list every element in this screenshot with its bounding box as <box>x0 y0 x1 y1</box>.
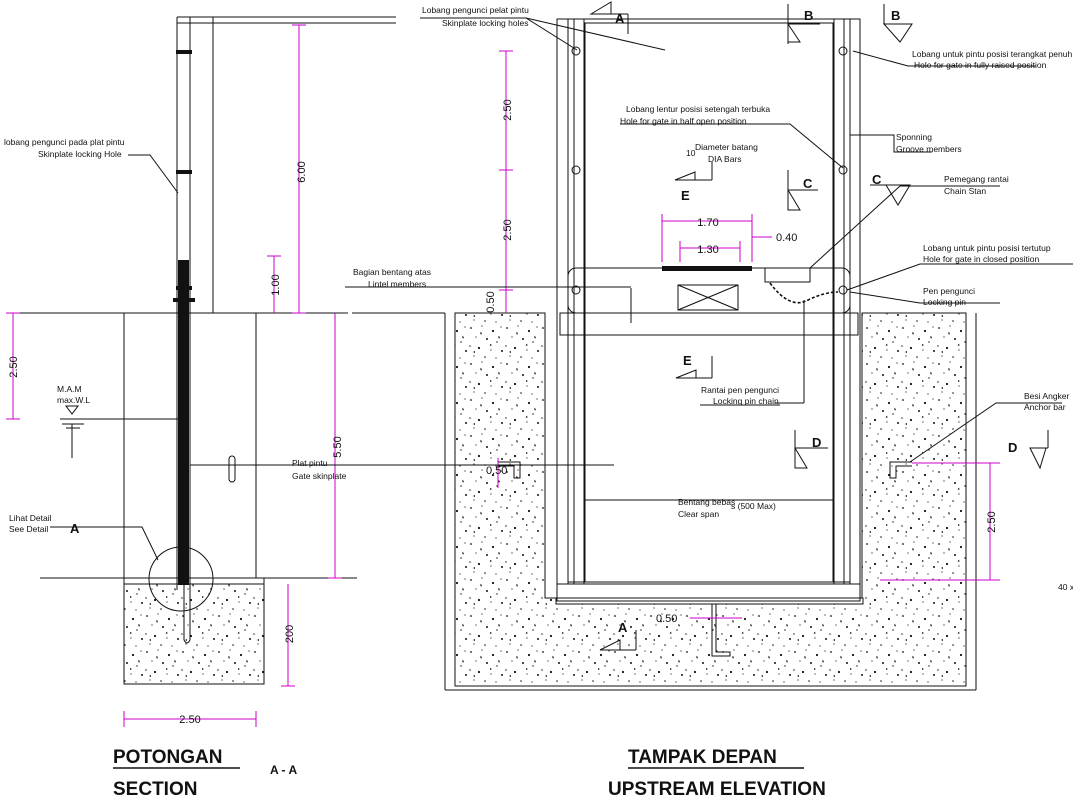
dim-0-50-anchor: 0.50 <box>486 465 507 477</box>
lbl-lintel-id: Bagian bentang atas <box>353 267 431 277</box>
lbl-skinplate-holes-en: Skinplate locking holes <box>442 18 528 28</box>
section-subtitle: SECTION <box>113 779 197 798</box>
section-title: POTONGAN <box>113 747 222 768</box>
dim-6-00: 6.00 <box>296 161 308 182</box>
lbl-clear-span-en: Clear span <box>678 509 719 519</box>
dim-0-50-bottom: 0.50 <box>656 613 677 625</box>
mark-e-top: E <box>681 188 690 203</box>
lbl-groove-id: Sponning <box>896 132 932 142</box>
lbl-dia-prefix: 10 <box>686 148 696 158</box>
lbl-skinplate-holes-id: Lobang pengunci pelat pintu <box>422 5 529 15</box>
section-detail-mark: A <box>70 521 80 536</box>
lbl-mam: M.A.M <box>57 384 82 394</box>
lbl-raised-id: Lobang untuk pintu posisi terangkat penu… <box>912 49 1072 59</box>
elevation-subtitle: UPSTREAM ELEVATION <box>608 779 826 798</box>
mark-d-left: D <box>812 435 821 450</box>
lbl-dia-id: Diameter batang <box>695 142 758 152</box>
lbl-anchor-en: Anchor bar <box>1024 402 1066 412</box>
lbl-lihat-detail: Lihat Detail <box>9 513 52 523</box>
mark-e-bottom: E <box>683 353 692 368</box>
lbl-anchor-id: Besi Angker <box>1024 391 1070 401</box>
lbl-max-wl: max.W.L <box>57 395 90 405</box>
dim-0-40: 0.40 <box>776 232 797 244</box>
mark-c-right: C <box>872 172 882 187</box>
lbl-see-detail: See Detail <box>9 524 48 534</box>
dim-2-50-right: 2.50 <box>986 511 998 532</box>
lbl-chain-stan-id: Pemegang rantai <box>944 174 1009 184</box>
lbl-pin-chain-en: Locking pin chain <box>713 396 779 406</box>
mark-c-left: C <box>803 176 813 191</box>
elevation-dimensions: 2.50 2.50 0.50 1.70 1.30 0.40 0.50 0.50 … <box>485 50 1000 625</box>
section-marks: A B B E C C E D D A <box>589 1 1049 651</box>
mark-b-left: B <box>804 8 813 23</box>
dim-1-70: 1.70 <box>697 217 718 229</box>
dim-1-30: 1.30 <box>697 244 718 256</box>
lbl-closed-id: Lobang untuk pintu posisi tertutup <box>923 243 1051 253</box>
dim-1-00: 1.00 <box>270 274 282 295</box>
dim-2-50-left: 2.50 <box>8 356 20 377</box>
mark-b-right: B <box>891 8 900 23</box>
lbl-lintel-en: Lintel members <box>368 279 426 289</box>
lbl-groove-en: Groove members <box>896 144 962 154</box>
section-view: A 6.00 1.00 2.50 5.50 200 2.50 lobang pe… <box>4 16 430 798</box>
mark-d-right: D <box>1008 440 1017 455</box>
lbl-gate-skinplate: Gate skinplate <box>292 471 347 481</box>
lbl-locking-hole-en: Skinplate locking Hole <box>38 149 122 159</box>
dim-0-50-left: 0.50 <box>485 291 497 312</box>
section-cut-label: A - A <box>270 763 297 777</box>
lbl-raised-en: Hole for gate in fully raised position <box>914 60 1047 70</box>
lbl-locking-pin-en: Locking pin <box>923 297 966 307</box>
elevation-concrete <box>454 312 967 687</box>
elevation-view: 2.50 2.50 0.50 1.70 1.30 0.40 0.50 0.50 … <box>345 1 1073 798</box>
section-foundation <box>123 583 265 685</box>
dim-5-50: 5.50 <box>332 436 344 457</box>
lbl-chain-stan-en: Chain Stan <box>944 186 986 196</box>
lbl-dia-en: DIA Bars <box>708 154 742 164</box>
elevation-title: TAMPAK DEPAN <box>628 747 777 768</box>
dim-2-50-lower: 2.50 <box>502 219 514 240</box>
leader-lines <box>345 17 1073 501</box>
lbl-half-en: Hole for gate in half open position <box>620 116 747 126</box>
lbl-pin-chain-id: Rantai pen pengunci <box>701 385 779 395</box>
dim-2-50-bottom: 2.50 <box>179 714 200 726</box>
dim-2-50-upper: 2.50 <box>502 99 514 120</box>
bolt-holes <box>571 46 848 295</box>
dim-200: 200 <box>284 625 296 643</box>
lbl-closed-en: Hole for gate in closed position <box>923 254 1040 264</box>
lbl-clear-span-id: Bentang bebas <box>678 497 735 507</box>
lbl-locking-hole-id: lobang pengunci pada plat pintu <box>4 137 125 147</box>
section-dimensions: 6.00 1.00 2.50 5.50 200 2.50 <box>6 24 344 727</box>
mark-a-bottom: A <box>618 620 628 635</box>
mark-a-top: A <box>615 11 625 26</box>
lbl-plat-pintu: Plat pintu <box>292 458 328 468</box>
lbl-edge-note: 40 x <box>1058 582 1073 592</box>
lbl-half-id: Lobang lentur posisi setengah terbuka <box>626 104 770 114</box>
lbl-locking-pin-id: Pen pengunci <box>923 286 975 296</box>
lbl-clear-span-suffix: s (500 Max) <box>731 501 776 511</box>
